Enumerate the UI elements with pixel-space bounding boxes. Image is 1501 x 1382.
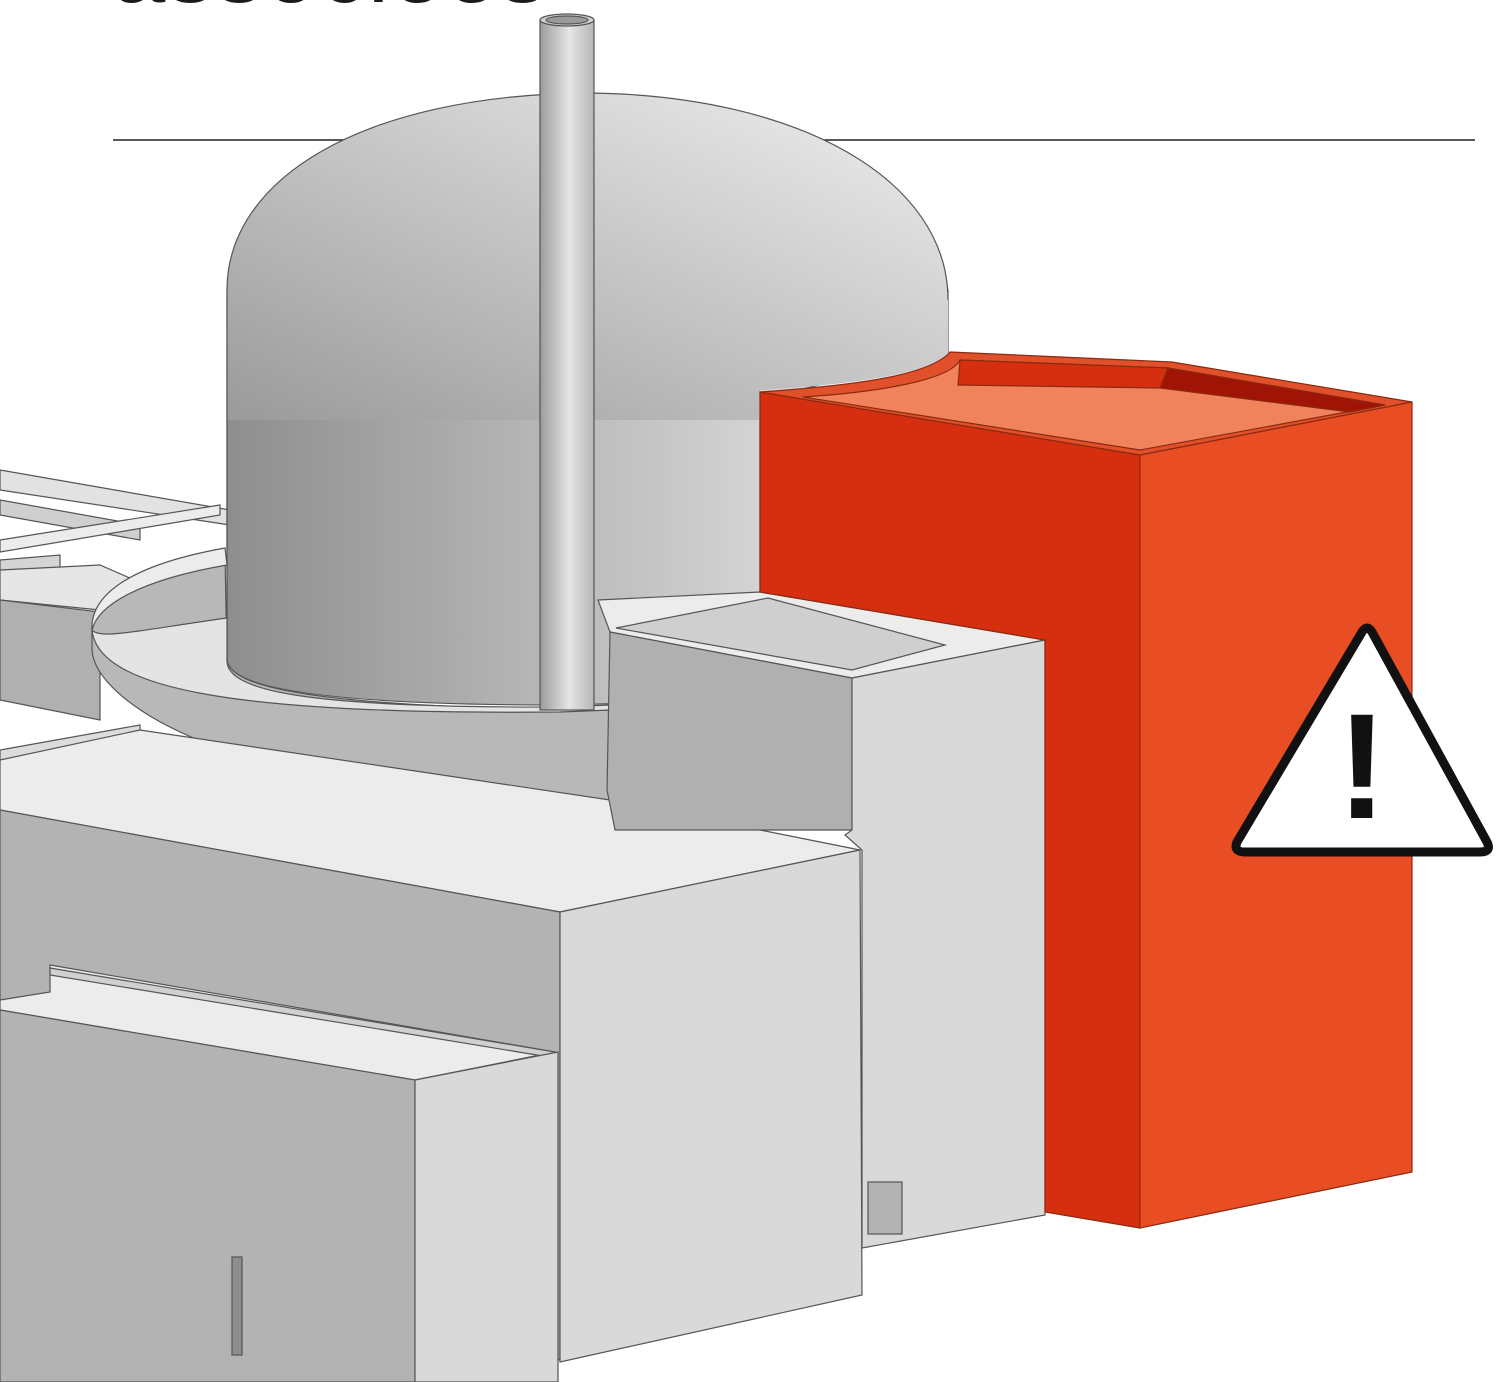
page-title: associées bbox=[112, 0, 548, 26]
warning-triangle-icon: ! bbox=[1231, 623, 1493, 857]
ventilation-stack bbox=[539, 13, 595, 711]
middle-annex bbox=[597, 591, 1046, 1249]
warning-exclamation: ! bbox=[1337, 682, 1387, 850]
highlighted-building bbox=[759, 351, 1413, 1229]
door bbox=[867, 1181, 903, 1235]
front-lower-block bbox=[0, 964, 559, 1382]
vertical-pipe bbox=[231, 1256, 243, 1356]
